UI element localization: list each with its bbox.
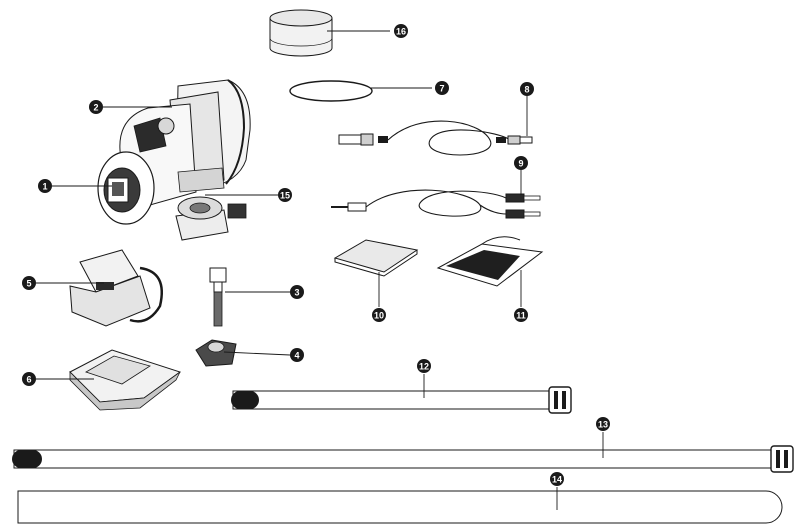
callout-badge-11: 11 xyxy=(514,308,528,322)
callout-label-6: 6 xyxy=(26,375,31,385)
callout-label-2: 2 xyxy=(93,103,98,113)
item-thumb-nut xyxy=(195,339,237,367)
callout-badge-9: 9 xyxy=(514,156,528,170)
item-av-cable xyxy=(331,189,541,219)
callout-label-13: 13 xyxy=(598,420,608,430)
item-o-ring xyxy=(289,80,373,102)
callout-badges: 16 7 8 9 2 1 15 5 xyxy=(22,24,610,486)
callout-label-14: 14 xyxy=(552,475,562,485)
item-short-strap xyxy=(231,386,572,414)
item-adhesive-pad xyxy=(436,236,544,287)
callout-label-5: 5 xyxy=(26,279,31,289)
callout-label-1: 1 xyxy=(42,182,47,192)
item-long-strap xyxy=(12,445,794,473)
callout-label-9: 9 xyxy=(518,159,523,169)
item-cloth-pack xyxy=(333,239,419,277)
callout-label-8: 8 xyxy=(524,85,529,95)
callout-label-10: 10 xyxy=(374,311,384,321)
callout-badge-15: 15 xyxy=(278,188,292,202)
callout-badge-6: 6 xyxy=(22,372,36,386)
callout-badge-13: 13 xyxy=(596,417,610,431)
callout-badge-4: 4 xyxy=(290,348,304,362)
callout-badge-7: 7 xyxy=(435,81,449,95)
item-swivel-mount xyxy=(175,196,247,241)
item-usb-cable xyxy=(338,120,533,156)
item-bolt xyxy=(209,267,227,327)
callout-label-15: 15 xyxy=(280,191,290,201)
callout-badge-8: 8 xyxy=(520,82,534,96)
item-camera xyxy=(97,79,251,225)
item-flat-mount xyxy=(69,349,182,411)
item-loop-strap xyxy=(17,490,783,524)
callout-badge-3: 3 xyxy=(290,285,304,299)
callout-badge-12: 12 xyxy=(417,359,431,373)
callout-label-4: 4 xyxy=(294,351,299,361)
callout-label-12: 12 xyxy=(419,362,429,372)
item-lens-cap xyxy=(269,9,333,57)
callout-label-7: 7 xyxy=(439,84,444,94)
callout-label-3: 3 xyxy=(294,288,299,298)
callout-label-16: 16 xyxy=(396,27,406,37)
callout-badge-10: 10 xyxy=(372,308,386,322)
leader-lines xyxy=(36,30,604,510)
callout-label-11: 11 xyxy=(516,311,526,321)
callout-badge-16: 16 xyxy=(394,24,408,38)
callout-badge-1: 1 xyxy=(38,179,52,193)
callout-badge-5: 5 xyxy=(22,276,36,290)
callout-badge-2: 2 xyxy=(89,100,103,114)
leader-4 xyxy=(223,351,291,356)
callout-badge-14: 14 xyxy=(550,472,564,486)
item-handlebar-mount xyxy=(69,249,163,327)
